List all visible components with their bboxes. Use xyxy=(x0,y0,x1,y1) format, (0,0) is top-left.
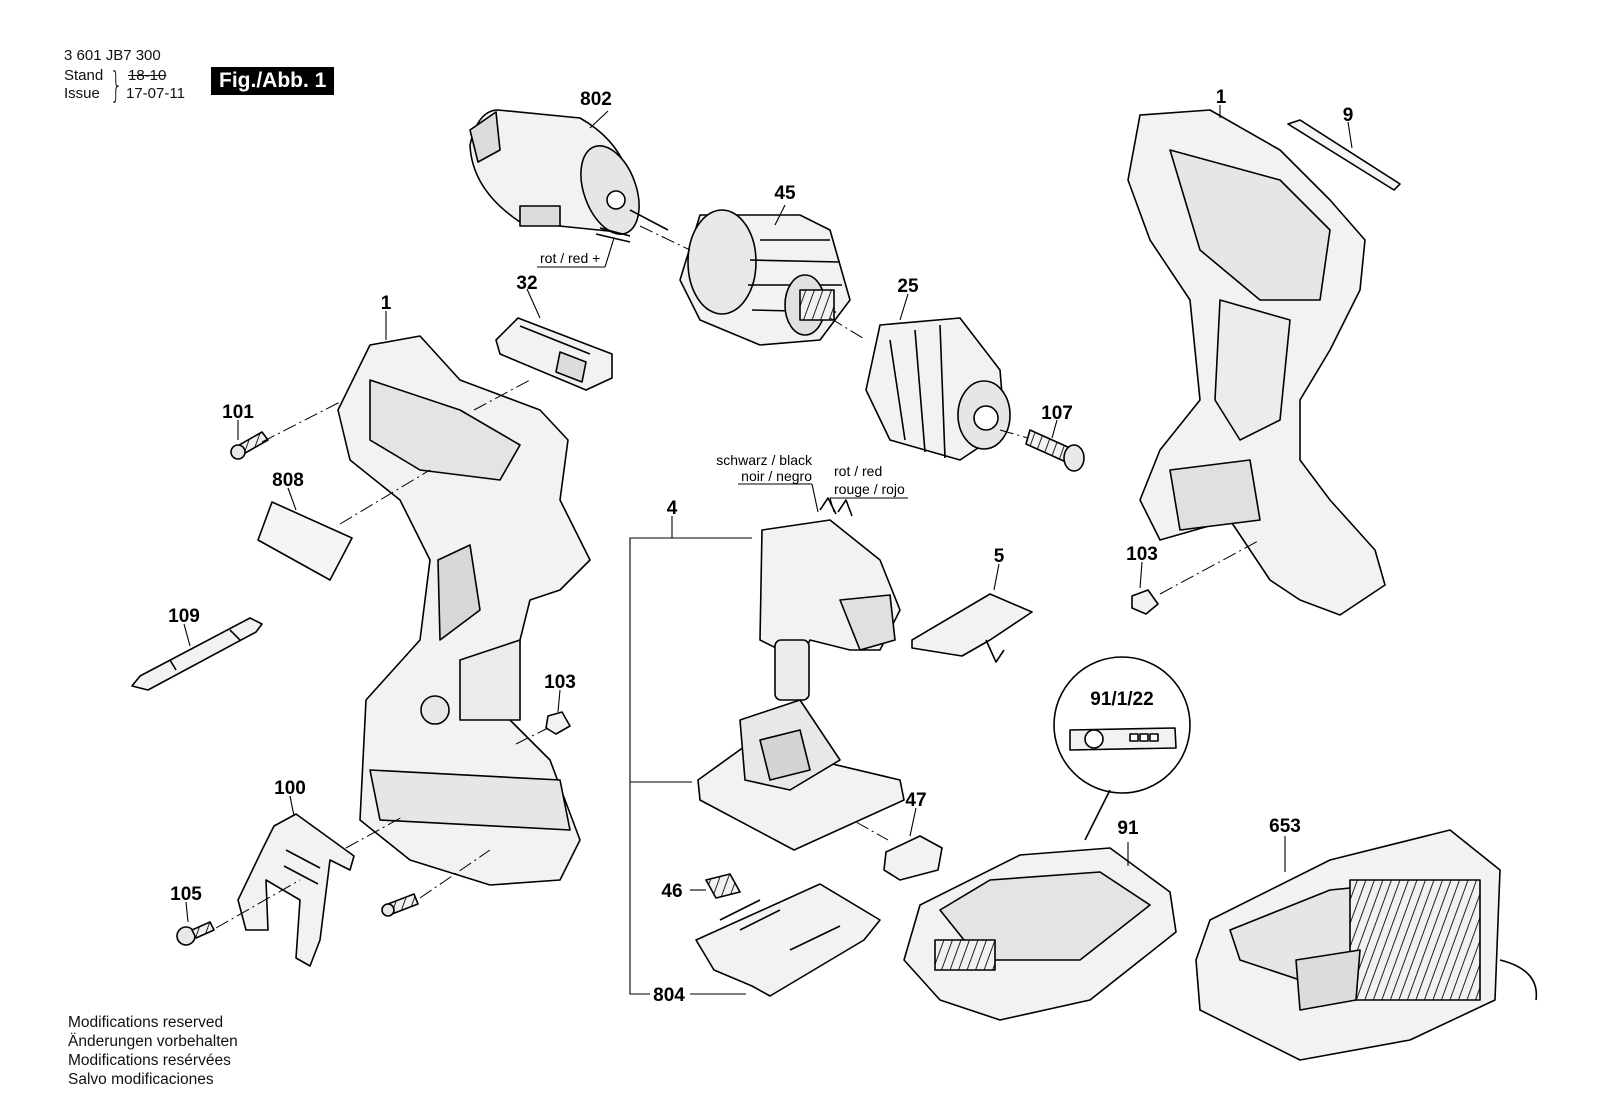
bit-109 xyxy=(131,617,263,691)
figure-label: Fig./Abb. 1 xyxy=(211,67,335,95)
part-47 xyxy=(883,835,943,881)
screw-lower xyxy=(381,893,419,917)
footer-notice: Modifications reserved Änderungen vorbeh… xyxy=(68,1013,238,1089)
issue-date: 17-07-11 xyxy=(126,85,185,102)
callout-5: 5 xyxy=(994,546,1005,567)
issue-label: Issue xyxy=(64,85,100,102)
charger-653 xyxy=(1195,829,1538,1061)
note-black-1: schwarz / black xyxy=(716,452,813,468)
callout-653: 653 xyxy=(1269,816,1301,837)
footer-line-fr: Modifications resérvées xyxy=(68,1052,231,1069)
gearbox-45 xyxy=(679,209,851,346)
callout-91: 91 xyxy=(1117,818,1139,839)
footer-line-es: Salvo modificaciones xyxy=(68,1071,214,1088)
callout-103-left: 103 xyxy=(544,672,576,693)
leader-lines xyxy=(183,105,1353,995)
callout-105: 105 xyxy=(170,884,202,905)
callout-46: 46 xyxy=(661,881,682,902)
note-red-2: rouge / rojo xyxy=(834,481,905,497)
plate-804 xyxy=(695,883,881,997)
callout-9: 9 xyxy=(1343,105,1354,126)
old-date: 18-10 xyxy=(128,67,167,84)
nut-103-right xyxy=(1131,589,1159,615)
note-red-1: rot / red xyxy=(834,463,882,479)
spring-46 xyxy=(705,873,741,899)
callout-101: 101 xyxy=(222,402,254,423)
callout-32: 32 xyxy=(516,273,537,294)
slide-5 xyxy=(911,593,1033,663)
callout-1-left: 1 xyxy=(381,293,392,314)
part-32 xyxy=(495,317,613,391)
callout-91-1-22: 91/1/22 xyxy=(1090,689,1153,710)
callout-808: 808 xyxy=(272,470,304,491)
screw-105 xyxy=(176,921,215,946)
screw-101 xyxy=(230,431,269,460)
screw-107 xyxy=(1025,429,1085,472)
callout-4: 4 xyxy=(667,498,678,519)
callout-100: 100 xyxy=(274,778,306,799)
note-motor-red: rot / red + xyxy=(540,250,600,266)
chuck-25 xyxy=(865,317,1011,461)
nut-103-left xyxy=(545,711,571,735)
callout-804: 804 xyxy=(653,985,685,1006)
part-number: 3 601 JB7 300 xyxy=(64,47,161,64)
footer-line-en: Modifications reserved xyxy=(68,1014,224,1031)
callout-45: 45 xyxy=(774,183,796,204)
label-808 xyxy=(257,501,353,581)
callout-25: 25 xyxy=(897,276,919,297)
label-circle-91-1-22 xyxy=(1053,656,1191,841)
belt-clip-100 xyxy=(237,813,355,967)
callout-47: 47 xyxy=(905,790,926,811)
note-black-2: noir / negro xyxy=(741,468,812,484)
callout-103-right: 103 xyxy=(1126,544,1158,565)
callout-802: 802 xyxy=(580,89,612,110)
switch-base xyxy=(697,699,905,851)
housing-right-1 xyxy=(1127,109,1386,616)
switch-4 xyxy=(759,497,901,701)
callout-1-right: 1 xyxy=(1216,87,1227,108)
housing-left-1 xyxy=(337,335,591,886)
brace-icon: } xyxy=(110,65,123,106)
axis-lines xyxy=(215,225,1261,929)
footer-line-de: Änderungen vorbehalten xyxy=(68,1033,238,1050)
motor-802 xyxy=(469,109,669,243)
battery-91 xyxy=(903,847,1177,1021)
callout-107: 107 xyxy=(1041,403,1073,424)
stand-label: Stand xyxy=(64,67,104,84)
strip-9 xyxy=(1287,119,1401,191)
callout-109: 109 xyxy=(168,606,200,627)
